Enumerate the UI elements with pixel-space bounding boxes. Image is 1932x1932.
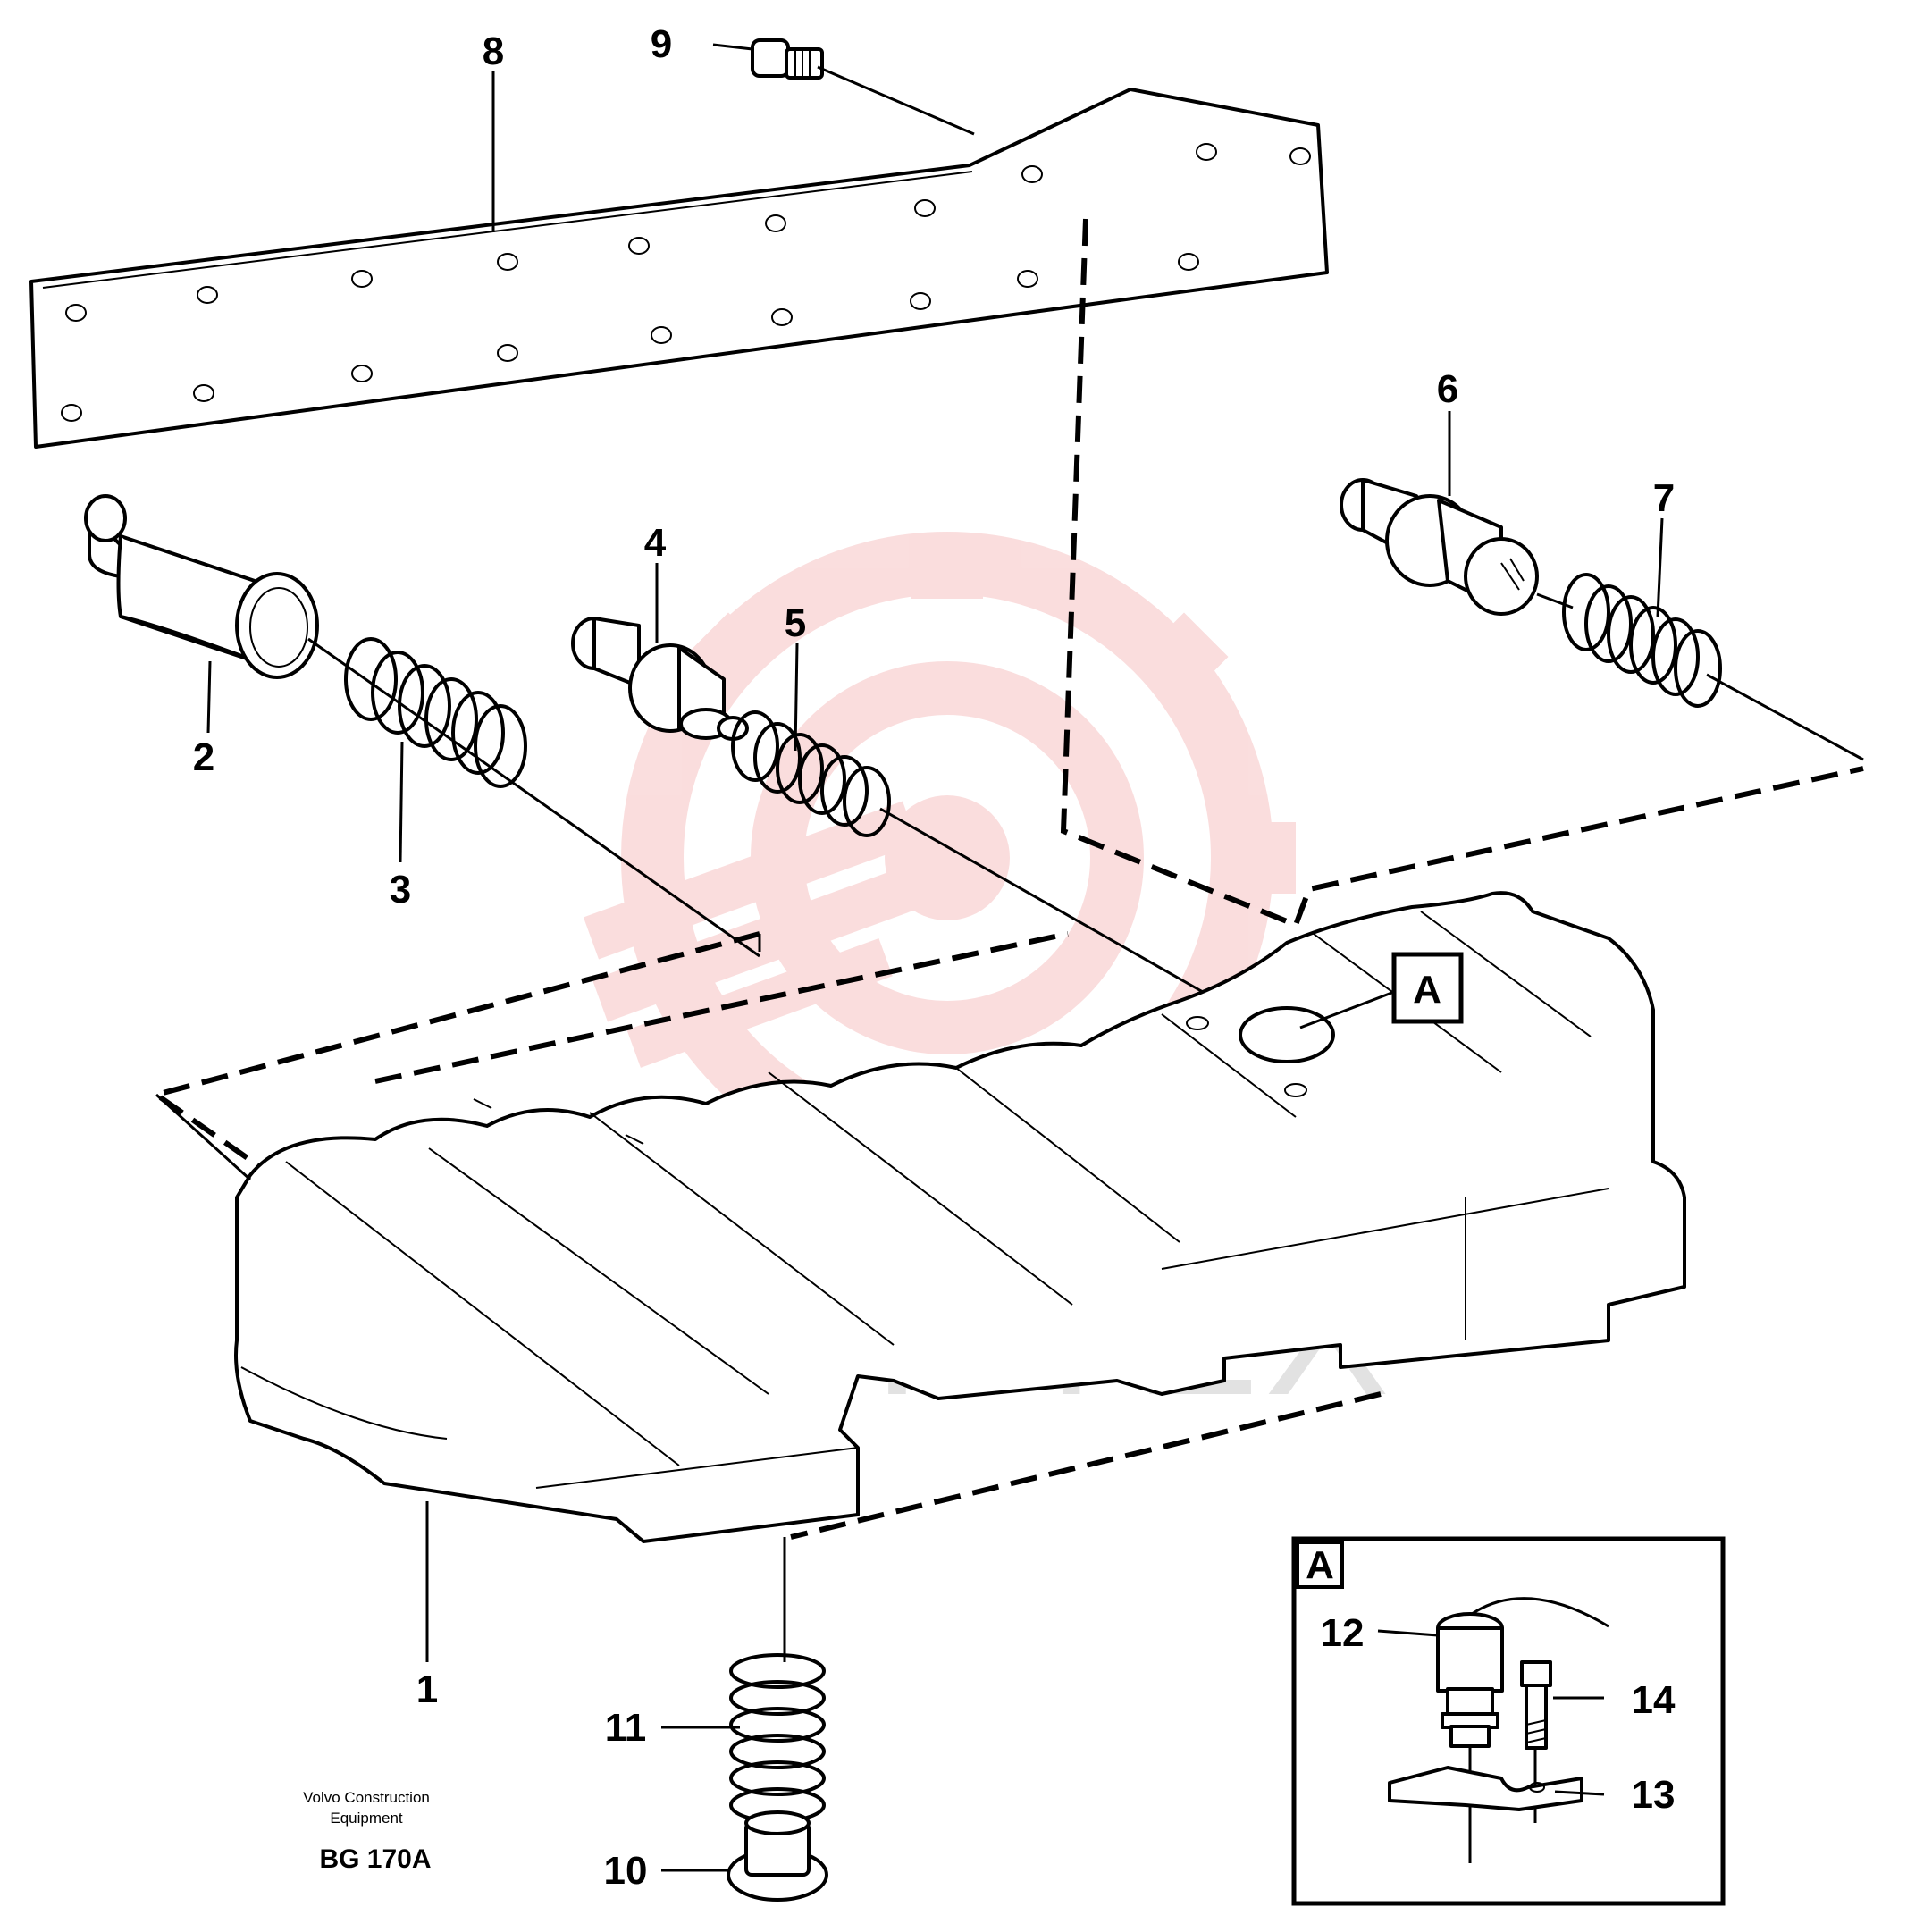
svg-text:A: A (1413, 968, 1441, 1012)
label-11: 11 (605, 1706, 647, 1750)
label-14: 14 (1632, 1678, 1676, 1722)
credit-line-1: Volvo Construction (303, 1789, 430, 1806)
gasket-plate (29, 88, 1329, 449)
valve-piston-large (84, 494, 760, 958)
spool-valve-4 (571, 617, 749, 741)
label-9: 9 (651, 22, 672, 66)
label-10: 10 (604, 1849, 648, 1893)
title-block: Volvo Construction Equipment BG 170A (303, 1789, 431, 1874)
leader-lines (206, 43, 1664, 1872)
label-8: 8 (483, 29, 504, 73)
sensor (1436, 1597, 1609, 1863)
credit-line-2: Equipment (330, 1810, 403, 1827)
label-2: 2 (193, 735, 214, 779)
part-labels: 8 9 2 3 4 5 6 7 1 11 10 12 14 13 (193, 22, 1676, 1893)
spring-5 (731, 710, 1243, 1016)
valve-housing (234, 891, 1686, 1543)
drawing-code: BG 170A (319, 1844, 431, 1874)
detail-marker-a: A (1391, 952, 1464, 1024)
label-5: 5 (785, 601, 806, 645)
label-7: 7 (1653, 476, 1675, 520)
gasket-dashed-outline (149, 218, 1864, 1540)
screw (751, 38, 975, 136)
label-1: 1 (416, 1667, 438, 1711)
spool-valve-6 (1340, 478, 1539, 616)
label-6: 6 (1437, 367, 1458, 411)
spring-3 (344, 637, 527, 788)
label-13: 13 (1632, 1773, 1676, 1817)
spring-11 (729, 1537, 826, 1823)
label-12: 12 (1321, 1611, 1365, 1655)
inset-marker: A (1306, 1543, 1334, 1587)
label-3: 3 (390, 868, 411, 911)
label-4: 4 (644, 521, 667, 565)
inset-detail-a: A (1291, 1536, 1726, 1906)
spring-7 (1536, 573, 1864, 761)
clamp-plate (1388, 1766, 1583, 1811)
plug (727, 1810, 828, 1902)
